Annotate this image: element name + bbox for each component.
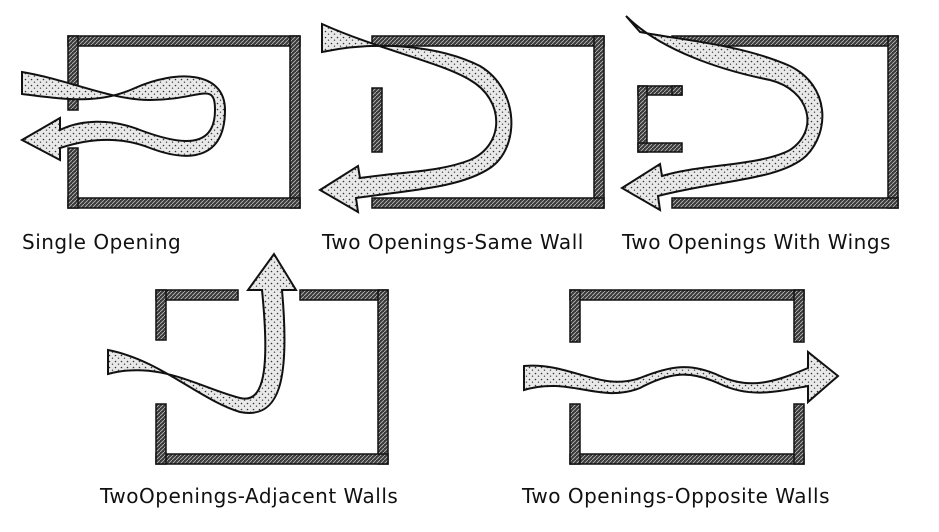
diagram-two-openings-opposite-walls: [523, 289, 840, 465]
room-walls: [67, 35, 301, 209]
airflow-ribbon: [318, 22, 513, 214]
caption-two-openings-opposite-walls: Two Openings-Opposite Walls: [522, 484, 831, 508]
room-walls: [155, 289, 389, 465]
caption-two-openings-with-wings: Two Openings With Wings: [622, 230, 891, 254]
diagram-two-openings-same-wall: [318, 22, 605, 214]
caption-two-openings-same-wall: Two Openings-Same Wall: [322, 230, 584, 254]
airflow-ribbon: [620, 15, 824, 212]
diagram-single-opening: [19, 35, 301, 209]
diagram-two-openings-adjacent-walls: [107, 252, 389, 465]
caption-two-openings-adjacent-walls: TwoOpenings-Adjacent Walls: [100, 484, 399, 508]
room-walls: [371, 35, 605, 209]
room-walls: [569, 289, 805, 465]
diagram-two-openings-with-wings: [620, 15, 899, 212]
airflow-ribbon: [19, 70, 227, 162]
room-walls: [637, 35, 899, 209]
caption-single-opening: Single Opening: [22, 230, 182, 254]
airflow-ribbon: [107, 252, 298, 414]
airflow-ribbon: [523, 349, 840, 405]
